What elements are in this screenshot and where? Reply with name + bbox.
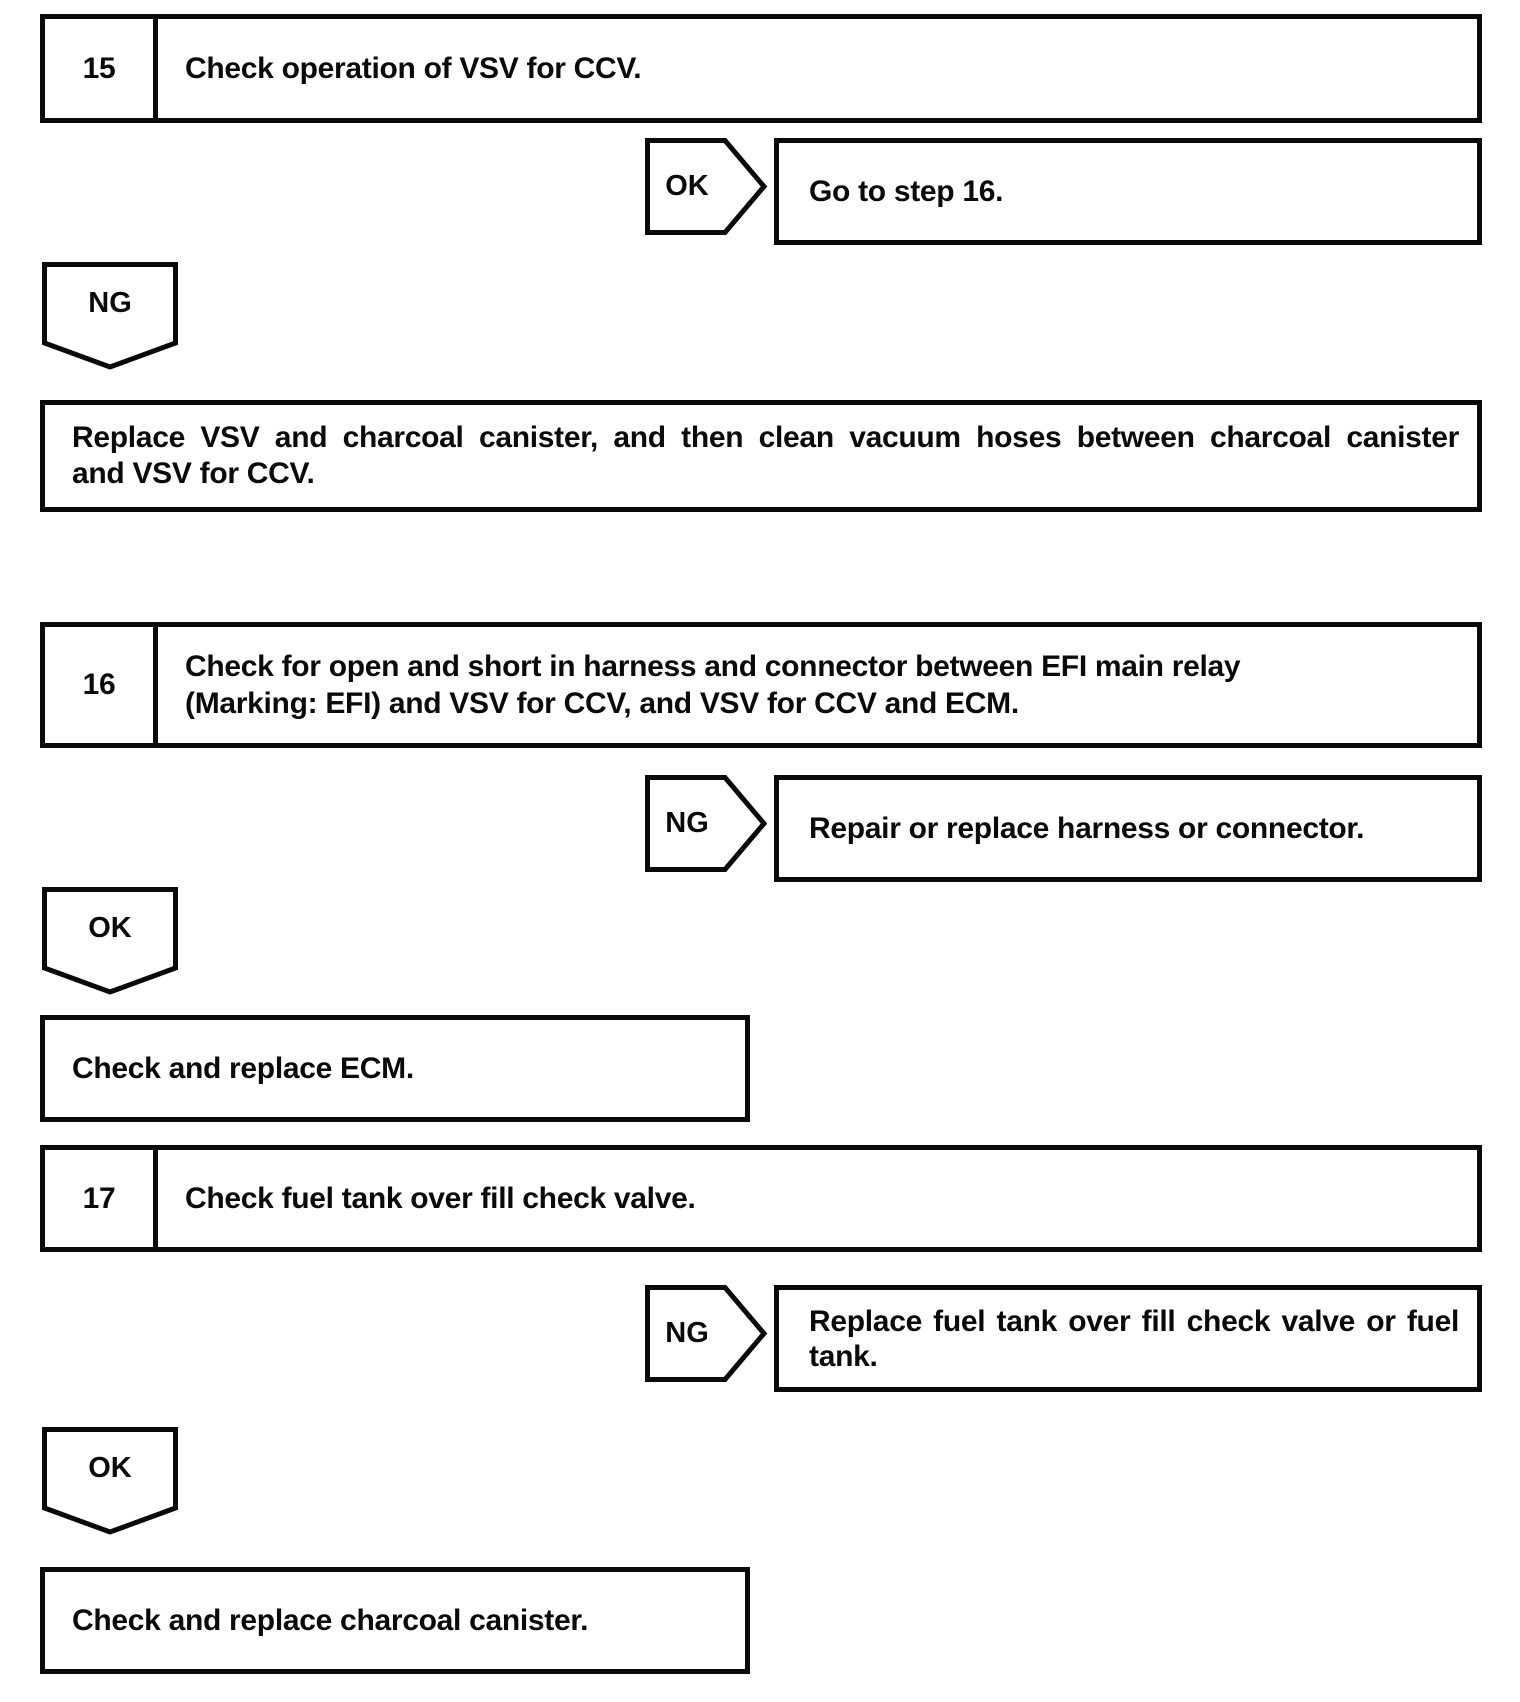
result-replace-fuel-tank-line2: tank. [809, 1339, 878, 1373]
branch-ok-17-label: OK [88, 1452, 132, 1484]
decision-ok-15-label: OK [665, 170, 709, 202]
result-go-to-step-16-text: Go to step 16. [809, 174, 1004, 208]
decision-ng-16: NG [645, 775, 767, 872]
branch-ok-17: OK [42, 1427, 178, 1535]
ng-right-pentagon-icon [645, 775, 767, 872]
step-16-title: Check for open and short in harness and … [158, 648, 1260, 722]
step-17-title: Check fuel tank over fill check valve. [185, 1182, 696, 1215]
decision-ng-17-label: NG [665, 1317, 709, 1349]
step-16-number: 16 [45, 627, 158, 743]
action-check-charcoal-text: Check and replace charcoal canister. [72, 1603, 589, 1637]
step-16-box: 16 Check for open and short in harness a… [40, 622, 1482, 748]
step-16-title-line1: Check for open and short in harness and … [185, 650, 1241, 683]
decision-ng-16-label: NG [665, 807, 709, 839]
action-replace-vsv-text: Replace VSV and charcoal canister, and t… [45, 420, 1477, 492]
branch-ok-16-label: OK [88, 912, 132, 944]
result-repair-harness-text: Repair or replace harness or connector. [809, 811, 1365, 845]
action-replace-vsv-line1: Replace VSV and charcoal canister, and t… [72, 421, 1459, 454]
step-15-title: Check operation of VSV for CCV. [185, 52, 642, 85]
ng-down-pentagon-icon [42, 262, 178, 370]
action-replace-vsv-line2: and VSV for CCV. [72, 457, 315, 490]
action-check-ecm-text: Check and replace ECM. [72, 1051, 414, 1085]
step-17-box: 17 Check fuel tank over fill check valve… [40, 1145, 1482, 1252]
decision-ng-17: NG [645, 1285, 767, 1382]
ok-right-pentagon-icon [645, 138, 767, 235]
ok-down-pentagon-icon [42, 887, 178, 995]
ok-down-pentagon-icon [42, 1427, 178, 1535]
step-15-box: 15 Check operation of VSV for CCV. [40, 14, 1482, 123]
step-15-number: 15 [45, 19, 158, 118]
result-replace-fuel-tank-text: Replace fuel tank over fill check valve … [779, 1304, 1477, 1374]
branch-ok-16: OK [42, 887, 178, 995]
result-replace-fuel-tank-line1: Replace fuel tank over fill check valve … [809, 1304, 1459, 1338]
branch-ng-15-label: NG [88, 287, 132, 319]
step-17-number: 17 [45, 1150, 158, 1247]
step-16-title-line2: (Marking: EFI) and VSV for CCV, and VSV … [185, 687, 1019, 720]
result-go-to-step-16: Go to step 16. [774, 138, 1482, 245]
result-repair-harness: Repair or replace harness or connector. [774, 775, 1482, 882]
action-replace-vsv-box: Replace VSV and charcoal canister, and t… [40, 400, 1482, 512]
ng-right-pentagon-icon [645, 1285, 767, 1382]
action-check-ecm-box: Check and replace ECM. [40, 1015, 750, 1122]
decision-ok-15: OK [645, 138, 767, 235]
result-replace-fuel-tank: Replace fuel tank over fill check valve … [774, 1285, 1482, 1392]
action-check-charcoal-box: Check and replace charcoal canister. [40, 1567, 750, 1674]
branch-ng-15: NG [42, 262, 178, 370]
